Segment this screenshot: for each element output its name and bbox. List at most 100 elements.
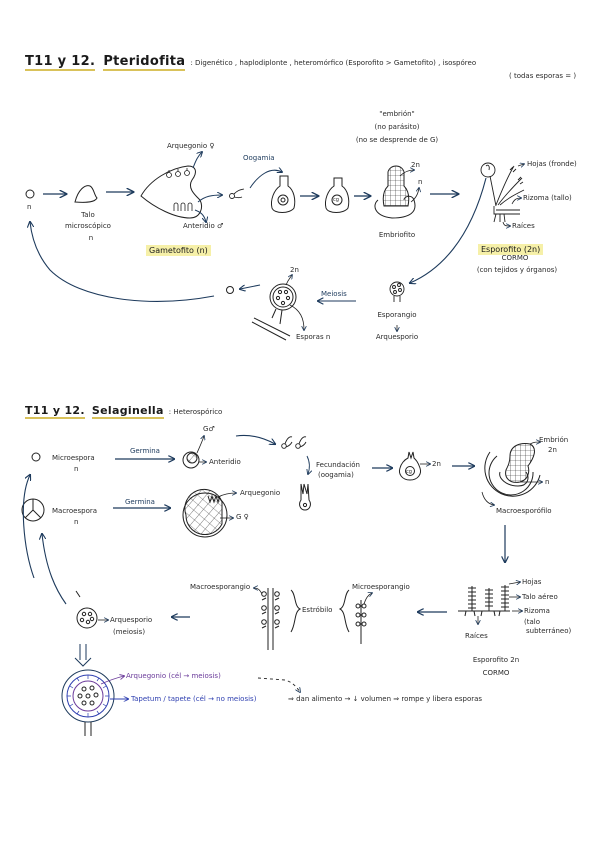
arrow [217, 493, 236, 498]
label-oogamia: Oogamia [243, 154, 275, 162]
archegonia-icon [166, 168, 190, 178]
archegonium-icon [271, 175, 296, 213]
label-esporofito: Esporofito 2n [472, 656, 520, 664]
arrow [235, 434, 275, 444]
arrow [42, 534, 67, 605]
label-zygote: cg [406, 469, 412, 475]
label-raices: Raíces [465, 632, 488, 640]
arrow [363, 593, 372, 605]
archesporium-icon [75, 590, 98, 629]
sporophyte-fern-icon [480, 162, 525, 223]
label-g-male: G♂ [203, 425, 215, 433]
label-macrosporangio: Macroesporangio [190, 583, 251, 591]
label-zygote: cg [333, 197, 339, 203]
embryophyte-icon [374, 165, 416, 219]
dashed-arrow [257, 677, 300, 692]
arrow [194, 209, 206, 222]
label-anteridio: Anteridio ♂ [183, 222, 224, 230]
label-emb-n: n [545, 478, 550, 486]
gametofito-highlight: Gametofito (n) [146, 245, 211, 256]
macrostrobilus-icon [261, 588, 280, 650]
antheridia-icon [173, 202, 193, 211]
section1-title-prefix: T11 y 12. [25, 54, 96, 71]
label-arquegonio-cels: Arquegonio (cél → meiosis) [126, 672, 221, 680]
arrow [100, 676, 124, 685]
label-esporas-n: Esporas n [296, 333, 331, 341]
label-esporangio: Esporangio [377, 311, 417, 319]
arrow [289, 304, 304, 330]
talo-icon [74, 185, 98, 203]
macrospore-icon [21, 498, 45, 522]
implies-down-icon [74, 644, 92, 667]
microgametophyte-icon [182, 451, 200, 469]
arrow [254, 588, 263, 595]
label-emb-n: n [418, 178, 423, 186]
label-zyg-2n: 2n [432, 460, 441, 468]
label-microscopico: microscópico [65, 222, 111, 230]
label-sporangium-2n: 2n [290, 266, 299, 274]
label-arquegonio: Arquegonio [240, 489, 281, 497]
arrow [22, 475, 35, 579]
label-oogamia: (oogamia) [318, 471, 354, 479]
label-con-tejidos: (con tejidos y órganos) [476, 266, 558, 274]
label-cormo: CORMO [482, 669, 510, 677]
arrow [517, 164, 524, 166]
label-fecundacion: Fecundación [316, 461, 360, 469]
arrow [399, 170, 414, 177]
label-arquegonio: Arquegonio ♀ [167, 142, 215, 150]
label-macroesporofilo: Macroesporófilo [496, 507, 552, 515]
section1-subtitle: : Digenético , haplodiplonte , heteromór… [190, 59, 477, 67]
label-gametofito: Gametofito (n) [146, 238, 211, 257]
label-hojas: Hojas (fronde) [527, 160, 577, 168]
label-emb-2n: 2n [411, 161, 420, 169]
label-arquesporio: Arquesporio [375, 333, 419, 341]
label-rizoma: Rizoma [524, 607, 550, 615]
arrow [508, 582, 520, 584]
macrogametophyte-icon [182, 488, 228, 538]
label-macroespora: Macroespora [52, 507, 98, 515]
label-esporofito: Esporofito (2n) [478, 237, 544, 256]
arrow [240, 284, 261, 289]
microstrobilus-icon [355, 600, 367, 644]
label-microsporangio: Microesporangio [352, 583, 410, 591]
label-tapetum: Tapetum / tapete (cél → no meiosis) [131, 695, 257, 703]
label-talo-subterraneo2: subterráneo) [526, 627, 572, 635]
label-talo-subterraneo1: (talo [524, 618, 540, 626]
sperm-icon [281, 436, 307, 449]
spore-icon [226, 286, 234, 294]
label-g-female: G ♀ [236, 513, 249, 521]
section1-header: T11 y 12. Pteridofita : Digenético , hap… [25, 50, 477, 71]
microspore-icon [31, 452, 41, 462]
arrow [196, 436, 204, 454]
label-no-desprende: (no se desprende de G) [355, 136, 439, 144]
label-anteridio: Anteridio [209, 458, 241, 466]
section1-title: Pteridofita [103, 54, 186, 71]
section1-subtitle2: ( todas esporas = ) [509, 72, 577, 80]
selaginella-sporophyte-icon [458, 585, 510, 617]
spore-icon [25, 189, 35, 199]
sperm-icon [229, 188, 245, 199]
label-embriofito: Embriofito [378, 231, 416, 239]
label-macro-n: n [74, 518, 79, 526]
esporofito-highlight: Esporofito (2n) [478, 244, 544, 255]
label-embrion-quote: "embrión" [379, 110, 415, 118]
label-estrobilo: Estróbilo [302, 606, 333, 614]
section2-header: T11 y 12. Selaginella : Heterospórico [25, 399, 222, 419]
arrow [197, 195, 222, 203]
arrow [529, 442, 540, 444]
zygote-archegonium-icon [325, 177, 350, 213]
label-hojas: Hojas [522, 578, 542, 586]
label-talo-n: n [88, 234, 94, 242]
section2-title-prefix: T11 y 12. [25, 404, 85, 419]
gametophyte-icon [140, 165, 203, 219]
label-meiosis: (meiosis) [113, 628, 146, 636]
label-cormo: CORMO [501, 254, 529, 262]
archegonium-icon [299, 483, 311, 511]
arrow [285, 275, 292, 286]
label-rizoma: Rizoma (tallo) [523, 194, 572, 202]
label-embrion-2n: 2n [548, 446, 557, 454]
brace [338, 589, 350, 633]
label-talo: Talo [81, 211, 95, 219]
arrow [502, 221, 510, 226]
